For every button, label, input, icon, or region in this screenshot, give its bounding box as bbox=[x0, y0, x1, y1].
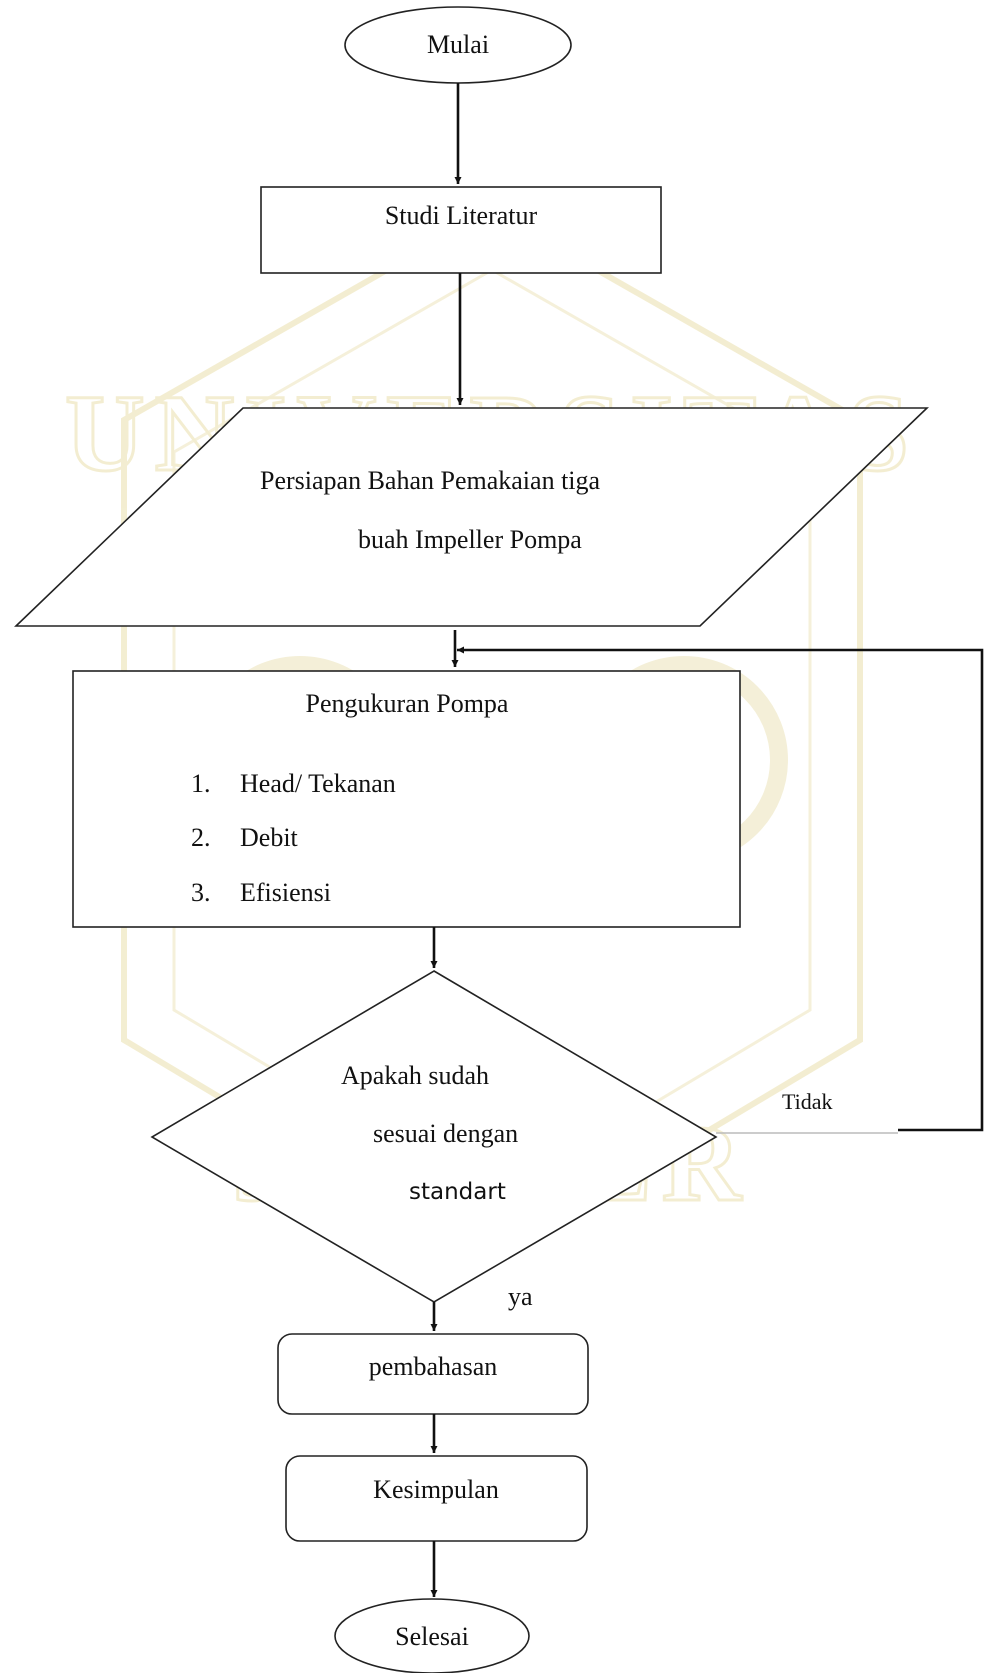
discussion-label: pembahasan bbox=[369, 1352, 498, 1381]
measurement-item-num: 3. bbox=[191, 878, 211, 907]
ya-label: ya bbox=[508, 1282, 533, 1311]
preparation-label-line1: Persiapan Bahan Pemakaian tiga bbox=[260, 466, 601, 495]
decision-label-line3: standart bbox=[409, 1179, 506, 1205]
literature-process-box bbox=[260, 186, 662, 274]
measurement-item-label: Head/ Tekanan bbox=[240, 769, 396, 798]
end-label: Selesai bbox=[395, 1622, 469, 1651]
measurement-item-label: Debit bbox=[240, 823, 299, 852]
measurement-item-num: 2. bbox=[191, 823, 211, 852]
start-label: Mulai bbox=[427, 30, 489, 59]
end-terminal bbox=[334, 1598, 530, 1673]
measurement-title: Pengukuran Pompa bbox=[306, 689, 509, 718]
measurement-item-label: Efisiensi bbox=[240, 878, 331, 907]
measurement-item-num: 1. bbox=[191, 769, 211, 798]
arrow-tidak-loop bbox=[457, 646, 984, 1132]
preparation-io-box bbox=[14, 407, 929, 627]
preparation-label-line2: buah Impeller Pompa bbox=[358, 525, 582, 554]
measurement-process-box bbox=[72, 670, 741, 928]
decision-label-line2: sesuai dengan bbox=[373, 1119, 518, 1148]
tidak-label: Tidak bbox=[782, 1089, 833, 1114]
literature-label: Studi Literatur bbox=[385, 201, 538, 230]
conclusion-process-box bbox=[285, 1455, 588, 1542]
conclusion-label: Kesimpulan bbox=[373, 1475, 499, 1504]
decision-label-line1: Apakah sudah bbox=[341, 1061, 489, 1090]
